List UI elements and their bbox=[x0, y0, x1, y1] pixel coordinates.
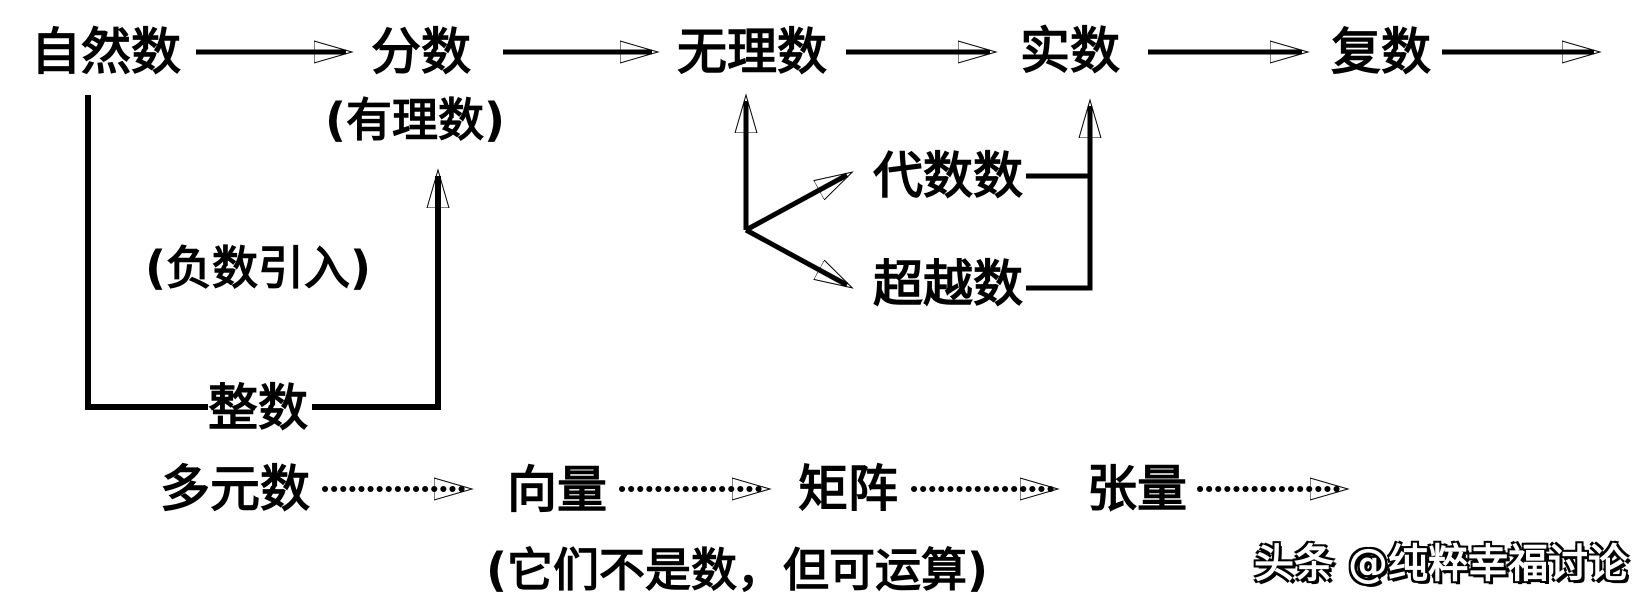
node-fractions: 分数 bbox=[371, 23, 471, 81]
arrow-transcendental-up-to-real bbox=[1026, 106, 1090, 291]
arrow-fork-to-algebraic bbox=[744, 175, 847, 233]
note-negative-introduction: (负数引入) bbox=[144, 241, 372, 295]
node-multicomponent-numbers: 多元数 bbox=[160, 460, 310, 518]
caption-not-numbers-but-operable: (它们不是数，但可运算) bbox=[485, 543, 989, 597]
node-natural-numbers: 自然数 bbox=[31, 23, 181, 81]
node-real-numbers: 实数 bbox=[1020, 22, 1120, 80]
node-complex-numbers: 复数 bbox=[1331, 23, 1431, 81]
note-rational-numbers: (有理数) bbox=[324, 93, 506, 147]
node-irrational-numbers: 无理数 bbox=[677, 23, 827, 81]
watermark-toutiao-account: 头条 @纯粹幸福讨论 bbox=[1254, 541, 1628, 587]
arrow-fork-to-transcendental bbox=[744, 227, 847, 285]
node-tensors: 张量 bbox=[1087, 460, 1187, 518]
node-transcendental-numbers: 超越数 bbox=[873, 255, 1023, 313]
node-matrices: 矩阵 bbox=[798, 460, 898, 518]
node-algebraic-numbers: 代数数 bbox=[873, 147, 1023, 205]
node-integers: 整数 bbox=[208, 379, 308, 437]
arrow-integer-up-to-fraction bbox=[312, 176, 438, 410]
line-natural-down-to-integer bbox=[85, 95, 208, 410]
node-vectors: 向量 bbox=[507, 461, 607, 519]
